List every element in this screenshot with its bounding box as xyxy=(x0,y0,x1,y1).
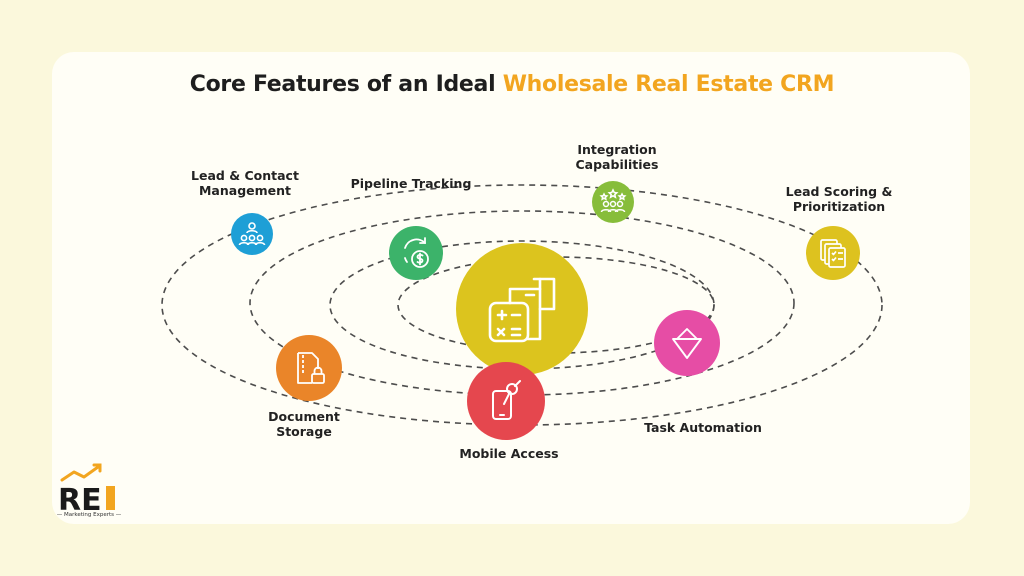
center-node xyxy=(456,243,588,375)
integration-line1: Integration xyxy=(577,142,657,157)
rei-logo-mark: RE xyxy=(58,463,115,518)
brand-logo: RE — Marketing Experts — xyxy=(56,462,122,532)
people-network-icon xyxy=(237,219,267,249)
document-storage-line1: Document xyxy=(268,409,340,424)
document-storage-node xyxy=(276,335,342,401)
checklist-documents-icon xyxy=(816,236,850,270)
task-automation-label: Task Automation xyxy=(638,420,768,435)
calculator-icon xyxy=(482,269,562,349)
lead-contact-label: Lead & Contact Management xyxy=(180,168,310,198)
svg-text:RE: RE xyxy=(58,483,102,514)
task-automation-line1: Task Automation xyxy=(644,420,762,435)
mobile-access-label: Mobile Access xyxy=(444,446,574,461)
page-title: Core Features of an Ideal Wholesale Real… xyxy=(0,72,1024,97)
funnel-diamond-icon xyxy=(669,325,705,361)
pipeline-label: Pipeline Tracking xyxy=(346,176,476,191)
title-prefix: Core Features of an Ideal xyxy=(189,72,503,97)
lead-contact-node xyxy=(231,213,273,255)
lead-contact-line2: Management xyxy=(198,183,291,198)
lead-scoring-label: Lead Scoring & Prioritization xyxy=(774,184,904,214)
dollar-cycle-icon xyxy=(397,234,435,272)
integration-label: Integration Capabilities xyxy=(552,142,682,172)
document-storage-label: Document Storage xyxy=(239,409,369,439)
mobile-touch-icon xyxy=(484,379,528,423)
pipeline-line1: Pipeline Tracking xyxy=(350,176,472,191)
document-storage-line2: Storage xyxy=(276,424,332,439)
pipeline-node xyxy=(389,226,443,280)
orbit-second xyxy=(249,210,795,396)
lead-scoring-node xyxy=(806,226,860,280)
lead-scoring-line1: Lead Scoring & xyxy=(785,184,893,199)
lead-contact-line1: Lead & Contact xyxy=(191,168,299,183)
title-highlight: Wholesale Real Estate CRM xyxy=(502,72,835,97)
integration-node xyxy=(592,181,634,223)
logo-tagline: — Marketing Experts — xyxy=(56,512,122,518)
mobile-access-line1: Mobile Access xyxy=(459,446,559,461)
mobile-access-node xyxy=(467,362,545,440)
integration-line2: Capabilities xyxy=(575,157,659,172)
locked-document-icon xyxy=(290,349,328,387)
lead-scoring-line2: Prioritization xyxy=(792,199,886,214)
task-automation-node xyxy=(654,310,720,376)
team-stars-icon xyxy=(598,187,628,217)
